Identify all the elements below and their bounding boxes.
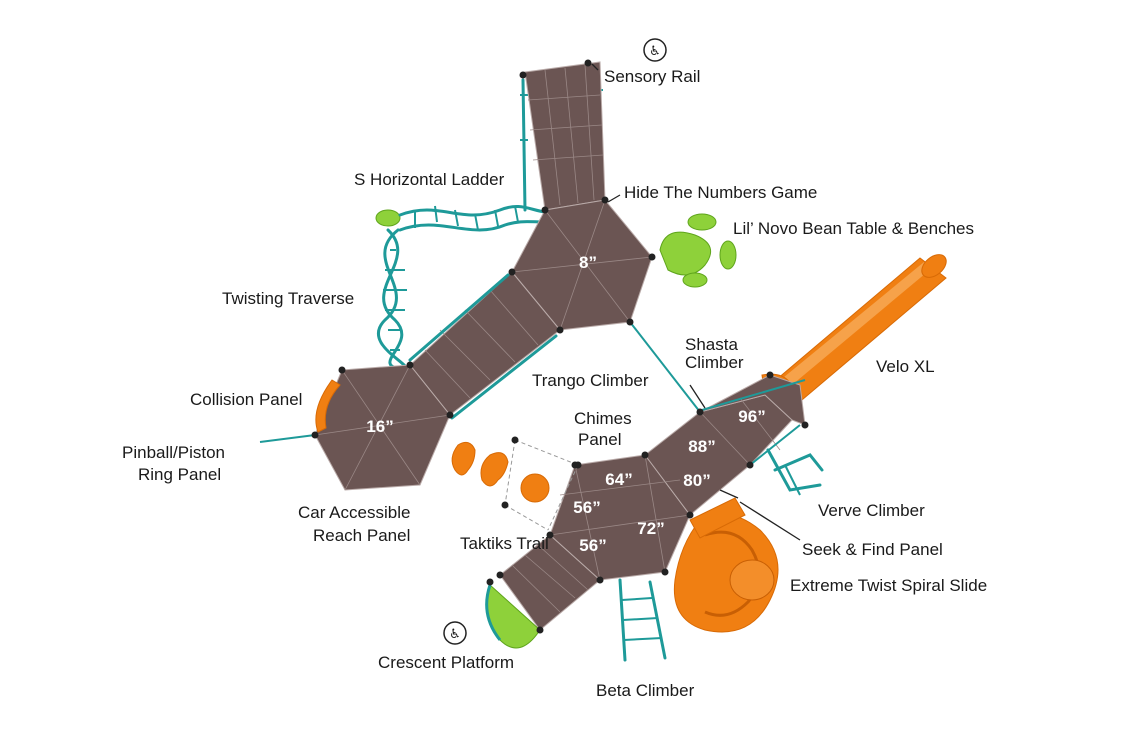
label-car-accessible-line2: Reach Panel (313, 526, 410, 545)
label-pinball-line1: Pinball/Piston (122, 443, 225, 462)
deck-height-56-b: 56” (579, 536, 606, 555)
svg-text:♿: ♿ (649, 44, 661, 59)
svg-text:♿: ♿ (449, 627, 461, 642)
label-seek-find-panel: Seek & Find Panel (802, 540, 943, 559)
label-beta-climber: Beta Climber (596, 681, 695, 700)
label-crescent-platform: Crescent Platform (378, 653, 514, 672)
deck-height-96: 96” (738, 407, 765, 426)
twisting-traverse (375, 209, 408, 372)
wheelchair-accessible-icon: ♿ (443, 621, 467, 645)
deck-height-16: 16” (366, 417, 393, 436)
lower-structure (485, 374, 806, 649)
label-shasta-climber-line2: Climber (685, 353, 744, 372)
deck-height-72: 72” (637, 519, 664, 538)
beta-climber-frame (618, 578, 667, 662)
deck-height-8: 8” (579, 253, 597, 272)
label-sensory-rail: Sensory Rail (604, 67, 700, 86)
trango-climber (629, 321, 701, 413)
label-velo-xl: Velo XL (876, 357, 935, 376)
label-pinball-line2: Ring Panel (138, 465, 221, 484)
wheelchair-accessible-icon: ♿ (643, 38, 667, 62)
label-shasta-climber-line1: Shasta (685, 335, 738, 354)
label-hide-the-numbers-game: Hide The Numbers Game (624, 183, 817, 202)
extreme-twist-spiral-slide (673, 497, 779, 633)
deck-height-64: 64” (605, 470, 632, 489)
taktiks-trail (451, 439, 579, 531)
label-twisting-traverse: Twisting Traverse (222, 289, 354, 308)
label-chimes-panel-line1: Chimes (574, 409, 632, 428)
s-horizontal-ladder (398, 205, 547, 232)
lil-novo-bean-table (659, 213, 737, 288)
deck-height-88: 88” (688, 437, 715, 456)
label-chimes-panel-line2: Panel (578, 430, 621, 449)
label-trango-climber: Trango Climber (532, 371, 649, 390)
label-verve-climber: Verve Climber (818, 501, 925, 520)
label-taktiks-trail: Taktiks Trail (460, 534, 549, 553)
deck-posts (311, 59, 809, 634)
upper-structure (259, 61, 653, 491)
leader-lines (591, 63, 801, 541)
label-collision-panel: Collision Panel (190, 390, 302, 409)
label-extreme-twist: Extreme Twist Spiral Slide (790, 576, 987, 595)
verve-climber-frame (766, 448, 824, 496)
label-lil-novo: Lil’ Novo Bean Table & Benches (733, 219, 974, 238)
label-car-accessible-line1: Car Accessible (298, 503, 410, 522)
deck-height-56-a: 56” (573, 498, 600, 517)
label-s-horizontal-ladder: S Horizontal Ladder (354, 170, 505, 189)
deck-height-80: 80” (683, 471, 710, 490)
